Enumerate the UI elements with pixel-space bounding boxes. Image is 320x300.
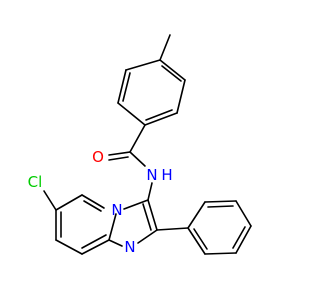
bridgehead-nitrogen-label: N	[111, 201, 122, 219]
tolyl-double-bond	[122, 72, 131, 102]
oxygen-atom-label: O	[92, 148, 104, 166]
amide-nitrogen-label: N	[146, 166, 157, 184]
c2-phenyl-bond	[156, 227, 189, 231]
n4-c3-bond	[123, 199, 149, 210]
tolyl-double-bond	[161, 65, 182, 82]
carbonyl-double-bond	[108, 151, 131, 156]
chlorine-atom-label: Cl	[28, 173, 43, 191]
c-cl-bond	[43, 190, 57, 211]
structure-canvas: O N H Cl N N	[28, 34, 252, 256]
methyl-bond	[159, 34, 171, 61]
amide-c3-bond	[147, 182, 153, 201]
c3-c2-double-bond	[142, 203, 152, 231]
molecule-diagram: O N H Cl N N	[28, 34, 252, 256]
phenyl-ring-bond	[235, 200, 252, 227]
n1-c8a-bond	[108, 239, 123, 247]
ring-carbonyl-bond	[129, 124, 146, 153]
tolyl-ring-bond	[176, 79, 186, 114]
tolyl-ring-bond	[159, 59, 186, 81]
pyridine-double-bond	[81, 234, 107, 249]
c8a-n4-bond	[108, 213, 117, 241]
tolyl-ring-bond	[117, 102, 146, 126]
phenyl-double-bond	[207, 205, 234, 208]
tolyl-ring-bond	[144, 112, 178, 126]
c2-n1-bond	[137, 229, 158, 244]
phenyl-ring-bond	[204, 252, 237, 255]
atom-labels: O N H Cl N N	[28, 148, 173, 256]
carbonyl-double-bond	[108, 156, 129, 161]
carbonyl-n-bond	[129, 151, 146, 167]
phenyl-ring-bond	[187, 227, 206, 255]
tolyl-ring-bond	[117, 69, 127, 104]
phenyl-ring-bond	[235, 225, 252, 254]
phenyl-double-bond	[193, 228, 208, 250]
imine-nitrogen-label: N	[124, 238, 135, 256]
phenyl-ring-bond	[187, 201, 206, 229]
pyridine-ring-bond	[55, 239, 83, 255]
bonds	[43, 34, 252, 255]
c3-c2-bond	[147, 199, 158, 231]
pyridine-double-bond	[83, 200, 102, 212]
phenyl-double-bond	[232, 226, 246, 249]
amide-hydrogen-label: H	[161, 166, 172, 184]
tolyl-double-bond	[145, 109, 173, 121]
pyridine-ring-bond	[81, 194, 105, 209]
phenyl-ring-bond	[204, 200, 237, 203]
pyridine-ring-bond	[81, 239, 110, 255]
tolyl-ring-bond	[125, 59, 161, 71]
pyridine-ring-bond	[55, 194, 83, 211]
